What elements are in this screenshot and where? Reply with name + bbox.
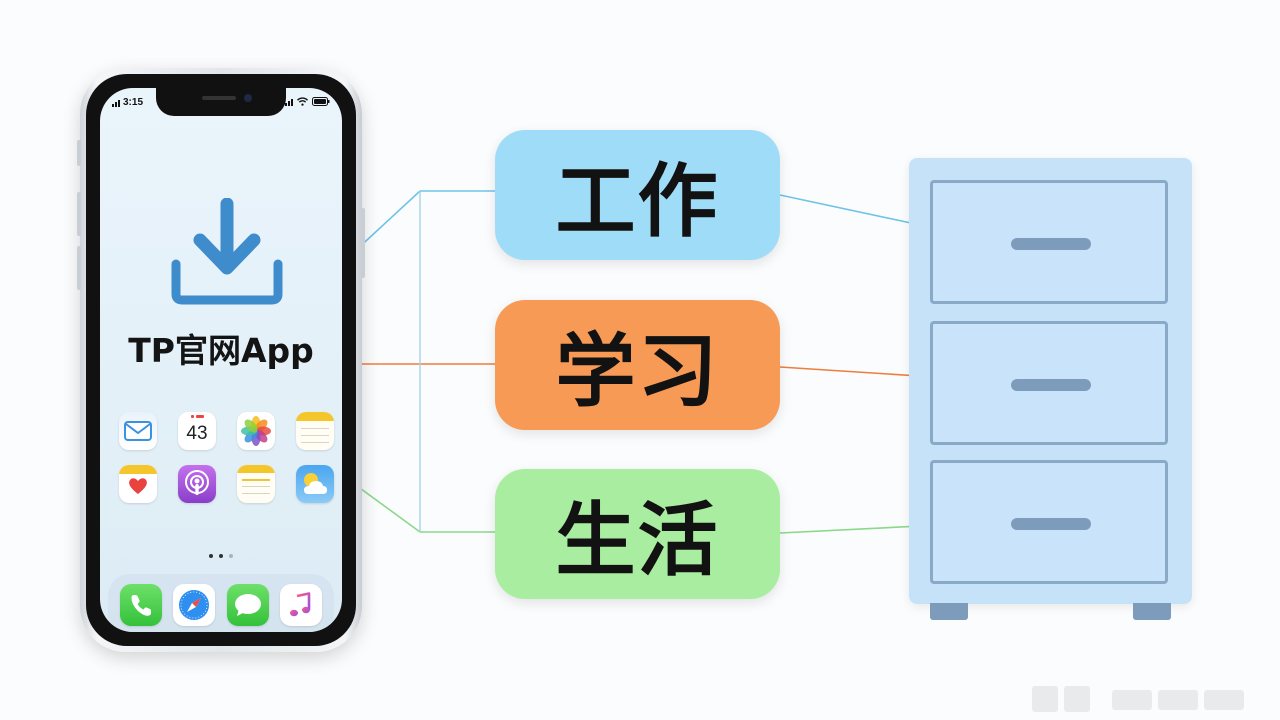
app-health[interactable] xyxy=(118,465,158,508)
weather-icon xyxy=(296,465,334,503)
app-notes[interactable] xyxy=(295,412,335,455)
drawer-handle xyxy=(1011,238,1091,250)
phone-notch xyxy=(156,88,286,116)
smartphone: 3:15 xyxy=(77,68,365,652)
messages-icon[interactable] xyxy=(226,584,269,626)
calendar-date: 43 xyxy=(186,423,208,444)
cabinet-foot-left xyxy=(930,603,968,620)
mail-icon xyxy=(119,412,157,450)
signal-icon xyxy=(112,99,120,107)
app-calendar[interactable]: 43 xyxy=(177,412,217,455)
app-photos[interactable] xyxy=(236,412,276,455)
cabinet-foot-right xyxy=(1133,603,1171,620)
download-icon xyxy=(171,198,283,305)
app-weather[interactable] xyxy=(295,465,335,508)
phone-volume-up xyxy=(77,192,81,236)
podcasts-icon xyxy=(178,465,216,503)
front-camera xyxy=(244,94,252,102)
phone-volume-down xyxy=(77,246,81,290)
wifi-icon xyxy=(297,97,308,106)
notes-icon xyxy=(296,412,334,450)
photos-icon xyxy=(237,412,275,450)
app-dock xyxy=(108,574,334,632)
status-time: 3:15 xyxy=(123,97,144,108)
battery-icon xyxy=(312,97,330,106)
app-podcasts[interactable] xyxy=(177,465,217,508)
calendar-icon: 43 xyxy=(178,412,216,450)
page-indicator xyxy=(100,554,342,558)
safari-icon[interactable] xyxy=(173,584,216,626)
page-dot xyxy=(209,554,213,558)
phone-power-button xyxy=(361,208,365,278)
category-study: 学习 xyxy=(495,300,780,430)
notes-list-icon xyxy=(237,465,275,503)
phone-screen: 3:15 xyxy=(100,88,342,632)
health-icon xyxy=(119,465,157,503)
phone-icon[interactable] xyxy=(119,584,162,626)
category-life: 生活 xyxy=(495,469,780,599)
app-icon-grid: 43 xyxy=(118,412,338,508)
app-title: TP官网App xyxy=(128,331,314,370)
phone-bezel: 3:15 xyxy=(86,74,356,646)
drawer-handle xyxy=(1011,379,1091,391)
page-dot xyxy=(219,554,223,558)
drawer-top xyxy=(930,180,1168,304)
page-dot xyxy=(229,554,233,558)
speaker-grille xyxy=(202,96,236,100)
app-mail[interactable] xyxy=(118,412,158,455)
status-bar-right xyxy=(285,97,330,106)
file-cabinet xyxy=(909,158,1192,604)
watermark-logo xyxy=(1032,686,1244,712)
music-icon[interactable] xyxy=(280,584,323,626)
category-work: 工作 xyxy=(495,130,780,260)
status-bar-left: 3:15 xyxy=(112,97,143,108)
drawer-middle xyxy=(930,321,1168,445)
drawer-bottom xyxy=(930,460,1168,584)
phone-side-button xyxy=(77,140,81,166)
cellular-icon xyxy=(285,98,293,106)
app-notes-list[interactable] xyxy=(236,465,276,508)
drawer-handle xyxy=(1011,518,1091,530)
